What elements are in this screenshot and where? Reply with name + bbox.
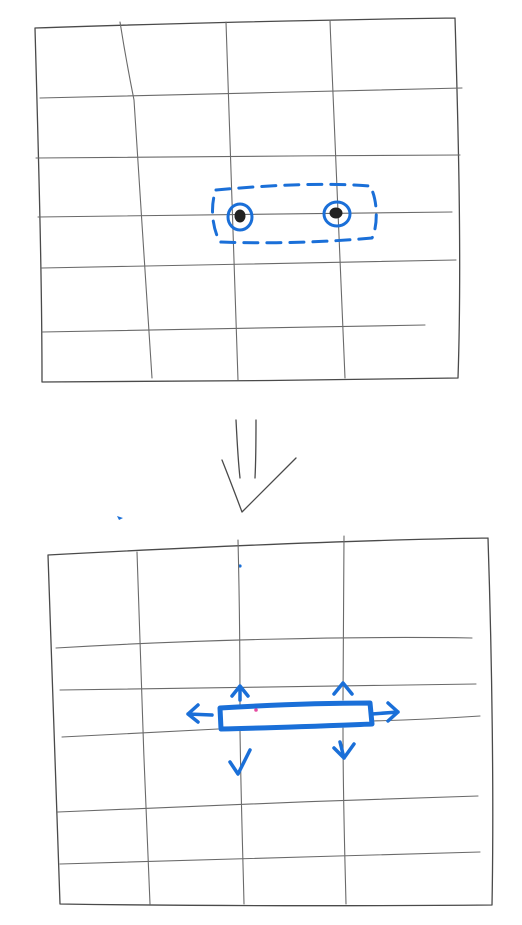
grid-cell-point-a <box>234 209 246 223</box>
resize-arrow-up <box>230 684 250 702</box>
grid-after <box>47 535 494 907</box>
resize-arrow-up-2 <box>332 681 354 696</box>
grid-after-hline-5 <box>59 851 481 865</box>
grid-cell-point-b <box>329 207 343 219</box>
resize-arrow-down-2 <box>332 740 356 760</box>
grid-before-vline-1 <box>119 21 153 379</box>
merged-cell-bar-dot <box>254 708 258 712</box>
grid-after-hline-4 <box>57 795 479 813</box>
resize-arrow-right <box>370 701 400 723</box>
stray-mark-2 <box>238 564 242 568</box>
dashed-selection-lasso <box>211 182 378 245</box>
resize-arrow-left <box>186 703 214 724</box>
grid-before-hline-1 <box>39 87 463 99</box>
merged-cell-bar <box>217 700 375 732</box>
grid-before-vline-3 <box>329 19 346 379</box>
resize-arrow-down <box>228 748 252 776</box>
grid-before-vline-2 <box>225 21 239 381</box>
grid-after-hline-1 <box>55 636 473 649</box>
grid-before <box>34 17 463 383</box>
grid-before-hline-2 <box>35 154 461 159</box>
grid-cell-point-b-ring <box>322 200 352 228</box>
grid-cell-point-a-ring <box>226 202 254 232</box>
grid-after-hline-2 <box>59 683 477 691</box>
grid-after-vline-2 <box>237 539 245 905</box>
merged-cell-group <box>186 681 400 776</box>
stray-mark-1 <box>117 516 123 520</box>
grid-after-hline-3 <box>61 715 481 738</box>
grid-after-vline-1 <box>136 551 151 905</box>
selection-before <box>211 182 378 245</box>
grid-before-hline-4 <box>41 259 457 269</box>
grid-before-hline-5 <box>41 324 426 333</box>
grid-after-vline-3 <box>342 535 347 905</box>
grid-before-frame <box>34 17 461 383</box>
down-arrow-icon <box>221 419 297 513</box>
grid-after-frame <box>47 537 494 907</box>
